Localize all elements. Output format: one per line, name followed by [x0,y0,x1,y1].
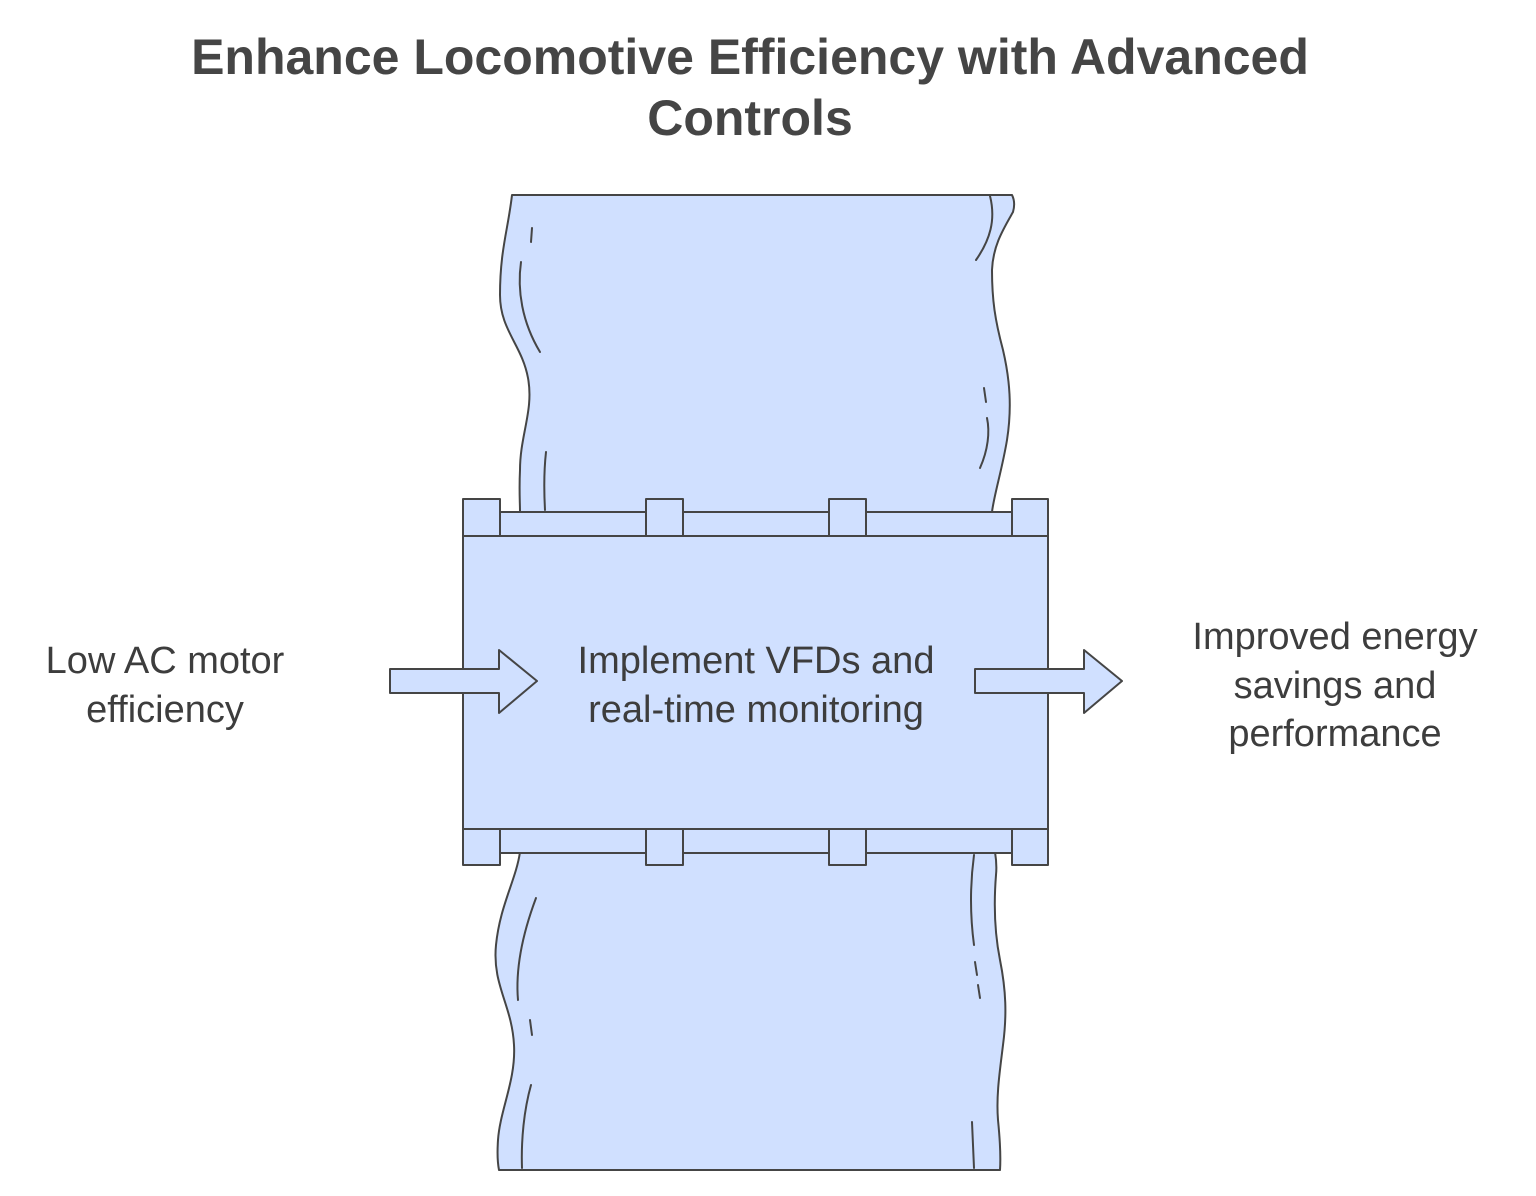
top-flange [462,498,1049,537]
lower-pipe [494,851,1007,1171]
input-label: Low AC motor efficiency [46,640,285,731]
input-arrow [389,649,538,714]
output-label: Improved energy savings and performance [1192,616,1477,755]
bottom-flange [462,828,1049,866]
diagram-title-line-1: Enhance Locomotive Efficiency with Advan… [191,29,1309,85]
process-label: Implement VFDs and real-time monitoring [578,640,935,731]
output-label-line-2: savings and [1234,665,1437,707]
input-label-line-2: efficiency [86,689,244,731]
input-label-line-1: Low AC motor [46,640,285,682]
process-label-line-2: real-time monitoring [588,689,924,731]
upper-pipe [499,194,1016,513]
process-label-line-1: Implement VFDs and [578,640,935,682]
output-label-line-3: performance [1228,713,1441,755]
process-box [462,535,1049,830]
output-label-line-1: Improved energy [1192,616,1477,658]
output-arrow [974,649,1123,714]
diagram-title-line-2: Controls [647,90,853,146]
